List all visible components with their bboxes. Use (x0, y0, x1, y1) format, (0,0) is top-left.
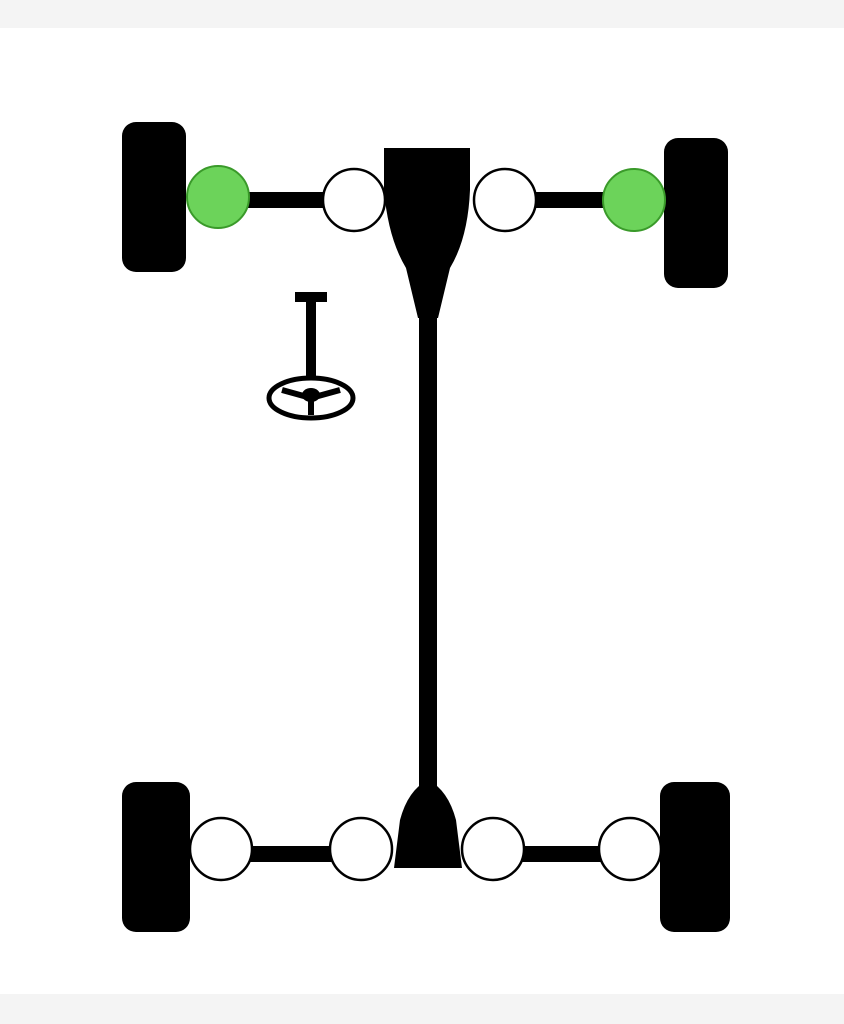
diagram-canvas (0, 28, 844, 994)
front-gearbox (384, 148, 470, 318)
drive-shaft (419, 300, 437, 820)
top-margin (0, 0, 844, 28)
front-left-inner-joint (321, 167, 387, 233)
front-right-outer-joint (602, 168, 666, 232)
rear-right-inner-joint (460, 816, 526, 882)
front-left-outer-joint (186, 165, 250, 229)
front-right-inner-joint (472, 167, 538, 233)
drivetrain-diagram (122, 122, 730, 932)
steering-wheel-icon (266, 292, 356, 421)
front-left-wheel (122, 122, 186, 272)
rear-right-wheel (660, 782, 730, 932)
rear-right-outer-joint (597, 816, 663, 882)
rear-right-axle-shaft (500, 846, 630, 862)
rear-left-outer-joint (188, 816, 254, 882)
rear-left-wheel (122, 782, 190, 932)
rear-left-inner-joint (328, 816, 394, 882)
bottom-margin (0, 994, 844, 1024)
front-right-wheel (664, 138, 728, 288)
rear-differential (394, 780, 462, 868)
